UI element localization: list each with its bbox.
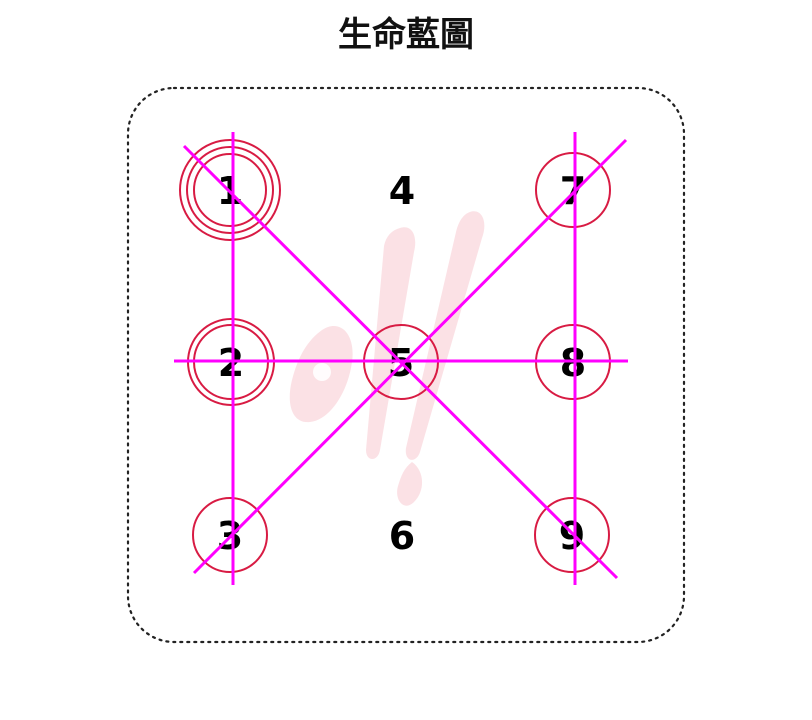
line-3-5-7 <box>192 138 628 575</box>
ring-cell-9-1 <box>534 497 610 573</box>
ring-cell-3-1 <box>192 497 268 573</box>
labels-layer: 123456789 <box>217 169 586 558</box>
lines-layer <box>174 132 628 585</box>
line-1-5-9 <box>182 144 619 580</box>
cell-label-9: 9 <box>559 514 585 558</box>
ring-cell-7-1 <box>535 152 611 228</box>
page-title: 生命藍圖 <box>338 15 474 55</box>
ring-cell-1-3 <box>179 139 281 241</box>
cell-label-8: 8 <box>560 341 586 385</box>
grid-frame <box>126 86 686 644</box>
cell-label-6: 6 <box>389 514 415 558</box>
cell-label-4: 4 <box>389 169 415 213</box>
brush-calligraphy-watermark-icon <box>289 211 485 506</box>
ring-cell-1-2 <box>186 146 274 234</box>
ring-cell-1-1 <box>193 153 267 227</box>
cell-label-2: 2 <box>218 341 244 385</box>
